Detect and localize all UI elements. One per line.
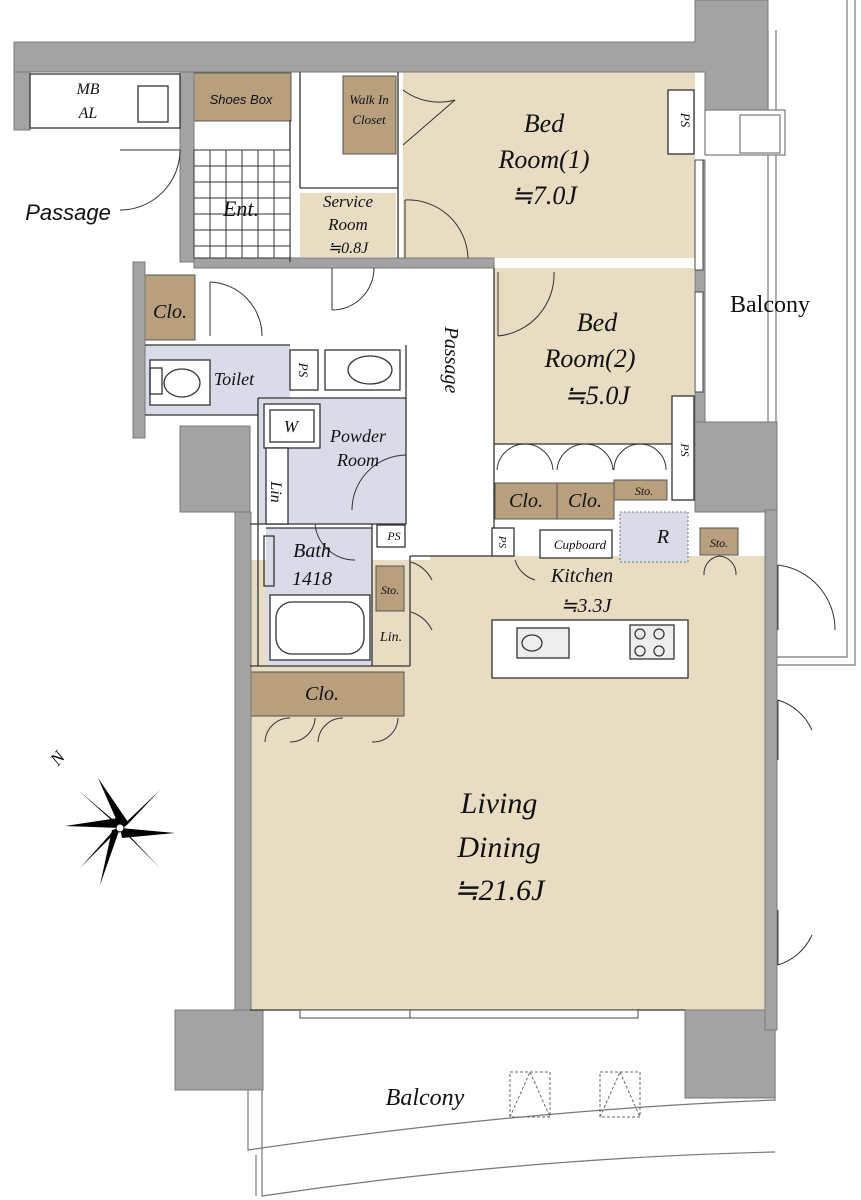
living-dining-size: ≒21.6J <box>454 874 547 907</box>
bedroom-1-label-1: Bed <box>524 109 565 138</box>
balcony-right-label: Balcony <box>730 292 810 318</box>
service-room-label-2: Room <box>327 215 368 234</box>
bedroom-1-label-2: Room(1) <box>498 145 590 174</box>
passage-inner-label: Passage <box>440 326 462 394</box>
compass-icon <box>65 778 175 885</box>
bedroom-2-label-1: Bed <box>577 308 618 337</box>
ps-right-label: PS <box>678 442 692 456</box>
washer-label: W <box>284 417 300 436</box>
linen-label-1: Lin <box>267 480 284 502</box>
kitchen-label: Kitchen <box>550 565 613 587</box>
closet-bed2-a-label: Clo. <box>509 490 543 512</box>
entrance-label: Ent. <box>222 196 259 221</box>
kitchen-size: ≒3.3J <box>561 595 613 617</box>
passage-outside-label: Passage <box>25 200 111 225</box>
walk-in-closet-label-2: Closet <box>352 112 386 127</box>
windows <box>299 159 704 1019</box>
compass-north-label: N <box>45 746 69 770</box>
balcony-right-outline <box>704 0 856 666</box>
walk-in-closet-label-1: Walk In <box>349 92 389 107</box>
entrance-tiles <box>193 149 291 259</box>
closet-living-label: Clo. <box>305 683 339 705</box>
service-room-label-1: Service <box>323 192 373 211</box>
bedroom-1-size: ≒7.0J <box>511 181 578 210</box>
partition-lines <box>29 72 695 1011</box>
ps-toilet-label: PS <box>296 362 311 378</box>
door-swings <box>119 89 836 966</box>
balcony-bottom-label: Balcony <box>386 1085 465 1111</box>
linen-label-2: Lin. <box>379 630 402 645</box>
storage-right-label: Sto. <box>710 536 728 550</box>
walls <box>13 0 778 1099</box>
bedroom-2-size: ≒5.0J <box>564 381 631 410</box>
mb-label: MB <box>75 81 99 98</box>
ps-kitchen-label: PS <box>496 535 508 549</box>
ps-top-label: PS <box>678 112 693 128</box>
al-label: AL <box>78 105 98 122</box>
powder-room-label-1: Powder <box>329 426 387 446</box>
bath-label-2: 1418 <box>292 568 332 590</box>
storage-units <box>144 72 739 717</box>
closet-left-label: Clo. <box>153 301 187 323</box>
service-room-size: ≒0.8J <box>328 240 369 257</box>
balcony-bottom-outline <box>247 1030 776 1197</box>
storage-lin-label: Sto. <box>381 583 399 597</box>
bath-label-1: Bath <box>293 540 331 562</box>
cupboard-label: Cupboard <box>554 537 607 552</box>
ps-bath-label: PS <box>386 529 400 543</box>
balcony-vents <box>509 1071 641 1118</box>
bedroom-2-label-2: Room(2) <box>544 344 636 373</box>
shoes-box-label: Shoes Box <box>210 92 273 107</box>
storage-bed2-label: Sto. <box>635 484 653 498</box>
toilet-label: Toilet <box>214 369 255 389</box>
room-labels: MB AL Passage Shoes Box Walk In Closet E… <box>25 81 810 1111</box>
refrigerator-label: R <box>656 526 669 548</box>
living-label: Living <box>460 787 538 820</box>
closet-bed2-b-label: Clo. <box>568 490 602 512</box>
dining-label: Dining <box>456 831 540 864</box>
powder-room-label-2: Room <box>336 450 379 470</box>
